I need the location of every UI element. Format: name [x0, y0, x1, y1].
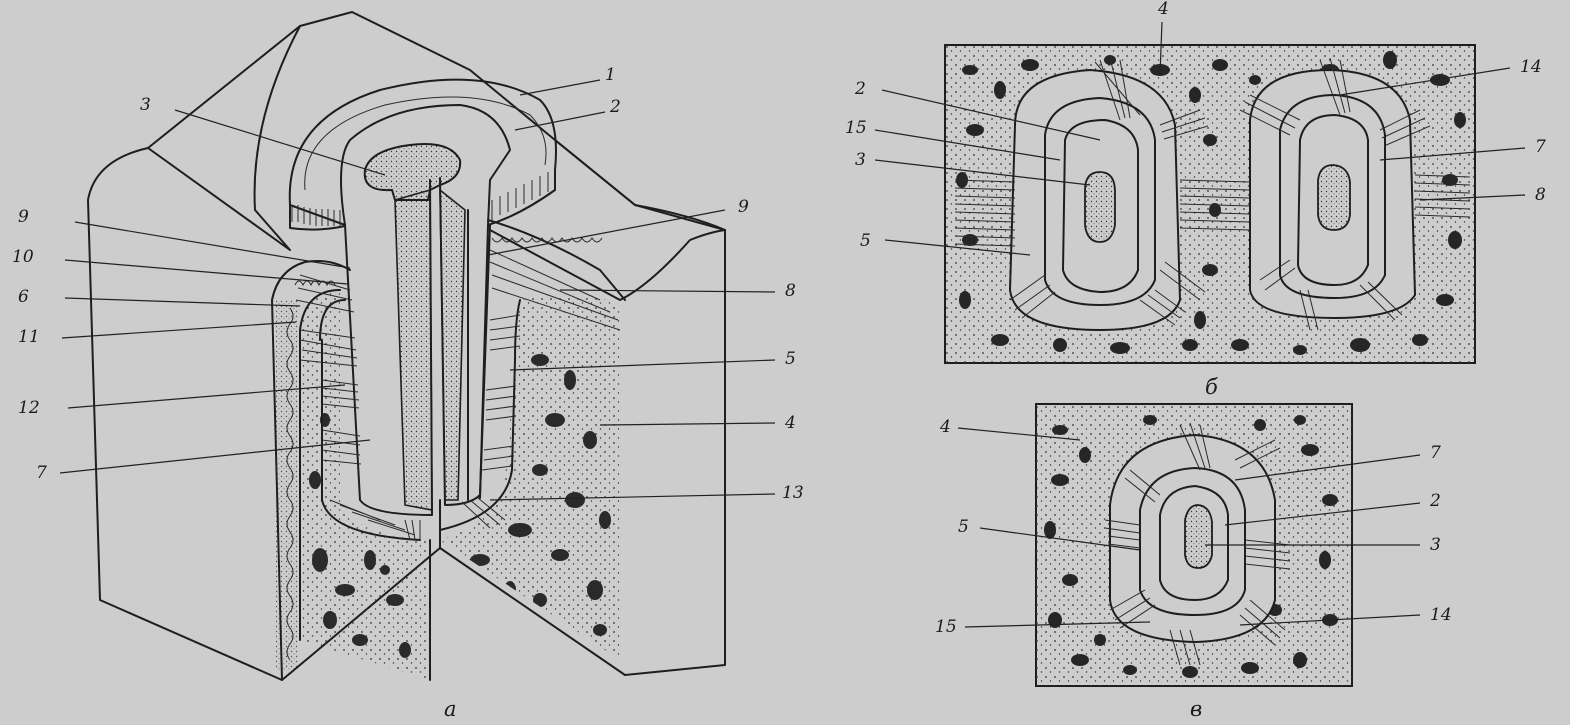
label-a-3: 3 [140, 95, 151, 115]
label-a-8: 8 [785, 281, 796, 301]
label-c-14: 14 [1430, 605, 1452, 625]
alveolus-left-wall [299, 289, 341, 641]
root [344, 177, 491, 516]
enamel-line [304, 96, 547, 191]
labels-b: 4 14 2 15 3 5 7 8 [845, 0, 1546, 251]
label-a-9-right: 9 [738, 197, 749, 217]
label-a-6: 6 [18, 287, 29, 307]
figure-b: 4 14 2 15 3 5 7 8 б [845, 0, 1546, 399]
labels-c: 4 7 2 5 3 15 14 [935, 417, 1452, 637]
figure-a: 1 2 3 9 10 6 11 12 7 9 8 5 4 13 а [12, 11, 804, 721]
label-a-5: 5 [785, 349, 796, 369]
label-c-15: 15 [935, 617, 957, 637]
label-a-13: 13 [782, 483, 804, 503]
alveolus-left-inner [319, 299, 421, 541]
label-a-4: 4 [784, 413, 796, 433]
label-b-7: 7 [1535, 137, 1546, 157]
pulp-chamber [363, 143, 462, 201]
root-c [1109, 433, 1276, 644]
block-center-edge [429, 499, 441, 681]
label-c-2: 2 [1429, 491, 1441, 511]
label-b-2: 2 [854, 79, 866, 99]
gingiva-left [271, 260, 351, 681]
leaders-b [874, 21, 1526, 256]
label-b-5: 5 [860, 231, 871, 251]
leaders-c [957, 427, 1421, 628]
label-b-4: 4 [1157, 0, 1169, 19]
root-b-right [1249, 68, 1417, 320]
bone-c-trabeculae [1044, 415, 1338, 678]
labels-a: 1 2 3 9 10 6 11 12 7 9 8 5 4 13 [12, 65, 804, 503]
root-canal [394, 188, 466, 511]
label-a-2: 2 [609, 97, 621, 117]
crown-outer [288, 78, 557, 226]
label-b-14: 14 [1520, 57, 1542, 77]
figure-c: 4 7 2 5 3 15 14 в [935, 403, 1452, 721]
label-c-7: 7 [1430, 443, 1441, 463]
gingiva-right [487, 219, 626, 301]
fibres-c [1104, 422, 1291, 666]
label-a-7: 7 [36, 463, 47, 483]
root-left-outline [344, 179, 433, 516]
leaders-a [59, 79, 776, 501]
label-b-15: 15 [845, 118, 867, 138]
gingiva-right-wavy [491, 237, 603, 243]
crown [288, 78, 557, 231]
label-a-1: 1 [605, 65, 616, 85]
label-b-8: 8 [1535, 185, 1546, 205]
alveolus-right-wall [439, 299, 521, 531]
label-a-10: 10 [12, 247, 34, 267]
caption-c: в [1190, 697, 1202, 721]
label-c-5: 5 [958, 517, 969, 537]
label-a-11: 11 [18, 327, 40, 347]
caption-b: б [1205, 375, 1218, 399]
label-c-4: 4 [939, 417, 951, 437]
label-a-9-left: 9 [18, 207, 29, 227]
block-top-edge [147, 25, 726, 301]
root-b-left [1008, 68, 1182, 332]
label-b-3: 3 [855, 150, 866, 170]
label-c-3: 3 [1430, 535, 1441, 555]
label-a-12: 12 [18, 398, 40, 418]
fibres-b [954, 57, 1471, 331]
caption-a: а [444, 697, 457, 721]
bone-right-trabeculae [470, 354, 611, 636]
